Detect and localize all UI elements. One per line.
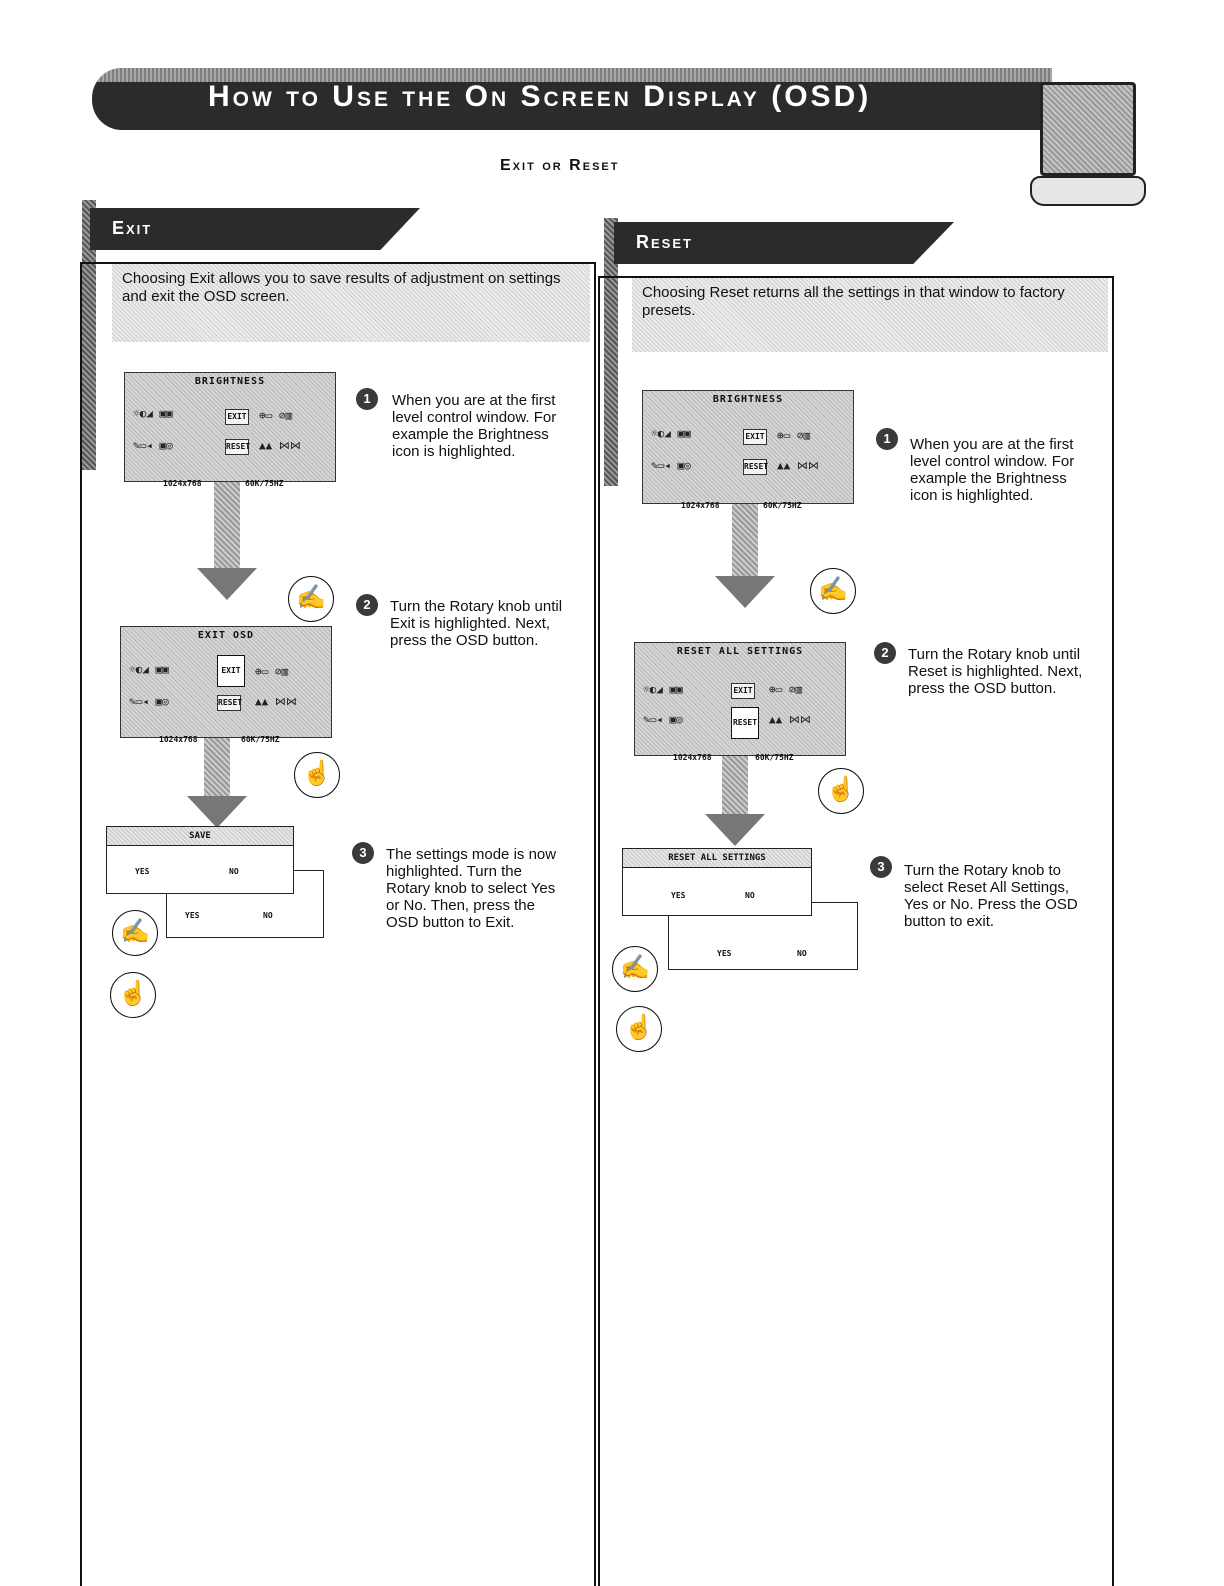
osd-resolution: 1024x768 [673, 753, 712, 762]
arrow-down-icon [197, 568, 257, 600]
osd-resolution: 1024x768 [163, 479, 202, 488]
monitor-icon [1040, 82, 1136, 176]
osd-icons-row1: ☼◐◢ ▣▣ [651, 427, 691, 440]
monitor-stand-icon [1030, 176, 1146, 206]
osd-exit-button: EXIT [731, 683, 755, 699]
osd-exit-button: EXIT [225, 409, 249, 425]
dialog-no-back: NO [263, 911, 273, 920]
arrow-down-icon [705, 814, 765, 846]
arrow-shaft [204, 738, 230, 796]
osd-reset-button-highlighted: RESET [731, 707, 759, 739]
exit-intro: Choosing Exit allows you to save results… [112, 262, 590, 342]
osd-icons-row2: ✎▭◂ ▣◎ [133, 439, 173, 452]
dialog-title: RESET ALL SETTINGS [623, 849, 811, 868]
exit-step-2: Turn the Rotary knob until Exit is highl… [390, 598, 563, 649]
dialog-title: SAVE [107, 827, 293, 846]
dialog-yes-back: YES [717, 949, 732, 958]
reset-step-1: When you are at the first level control … [910, 436, 1075, 504]
osd-icons-row2b: ▲▲ ⋈⋈ [769, 713, 811, 726]
osd-icons-row2b: ▲▲ ⋈⋈ [777, 459, 819, 472]
osd-reset-button: RESET [217, 695, 242, 711]
reset-tab: Reset [614, 222, 954, 264]
step-badge: 3 [870, 856, 892, 878]
osd-reset-button: RESET [225, 439, 250, 455]
osd-resolution: 1024x768 [681, 501, 720, 510]
hand-turn-icon: ✍ [810, 568, 856, 614]
exit-tab: Exit [90, 208, 420, 250]
osd-icons-row1b: ⊕▭ ⊘▥ [259, 409, 293, 422]
osd-icons-row2b: ▲▲ ⋈⋈ [255, 695, 297, 708]
osd-icons-row1: ☼◐◢ ▣▣ [133, 407, 173, 420]
dialog-yes: YES [135, 867, 150, 876]
arrow-down-icon [187, 796, 247, 828]
hand-turn-icon: ✍ [112, 910, 158, 956]
osd-reset-button: RESET [743, 459, 768, 475]
hand-press-icon: ☝ [110, 972, 156, 1018]
osd-brightness-screen: BRIGHTNESS ☼◐◢ ▣▣ ✎▭◂ ▣◎ EXIT RESET ⊕▭ ⊘… [642, 390, 854, 510]
arrow-shaft [732, 504, 758, 576]
arrow-shaft [214, 482, 240, 568]
step-badge: 2 [874, 642, 896, 664]
arrow-down-icon [715, 576, 775, 608]
dialog-no: NO [745, 891, 755, 900]
osd-title: RESET ALL SETTINGS [676, 646, 804, 657]
osd-frequency: 60K/75HZ [755, 753, 794, 762]
step-badge: 1 [876, 428, 898, 450]
osd-icons-row2: ✎▭◂ ▣◎ [651, 459, 691, 472]
panel-shadow [82, 200, 96, 470]
dialog-no: NO [229, 867, 239, 876]
osd-icons-row1b: ⊕▭ ⊘▥ [255, 665, 289, 678]
reset-step-2: Turn the Rotary knob until Reset is high… [908, 646, 1083, 697]
osd-icons-row2: ✎▭◂ ▣◎ [643, 713, 683, 726]
osd-frequency: 60K/75HZ [763, 501, 802, 510]
osd-title: BRIGHTNESS [712, 394, 784, 405]
reset-intro: Choosing Reset returns all the settings … [632, 276, 1108, 352]
osd-title: BRIGHTNESS [194, 376, 266, 387]
hand-press-icon: ☝ [616, 1006, 662, 1052]
exit-step-1: When you are at the first level control … [392, 392, 557, 460]
hand-press-icon: ☝ [294, 752, 340, 798]
arrow-shaft [722, 756, 748, 814]
hand-press-icon: ☝ [818, 768, 864, 814]
osd-exit-button: EXIT [743, 429, 767, 445]
osd-frequency: 60K/75HZ [245, 479, 284, 488]
dialog-yes: YES [671, 891, 686, 900]
save-dialog: SAVE YES NO [106, 826, 294, 894]
osd-icons-row1: ☼◐◢ ▣▣ [129, 663, 169, 676]
osd-icons-row1b: ⊕▭ ⊘▥ [777, 429, 811, 442]
reset-dialog: RESET ALL SETTINGS YES NO [622, 848, 812, 916]
osd-resolution: 1024x768 [159, 735, 198, 744]
page-title: How to Use the On Screen Display (OSD) [208, 80, 872, 113]
dialog-no-back: NO [797, 949, 807, 958]
hand-turn-icon: ✍ [288, 576, 334, 622]
step-badge: 2 [356, 594, 378, 616]
osd-brightness-screen: BRIGHTNESS ☼◐◢ ▣▣ ✎▭◂ ▣◎ EXIT RESET ⊕▭ ⊘… [124, 372, 336, 488]
panel-shadow [604, 218, 618, 486]
exit-step-3: The settings mode is now highlighted. Tu… [386, 846, 557, 931]
osd-title: EXIT OSD [197, 630, 255, 641]
osd-frequency: 60K/75HZ [241, 735, 280, 744]
osd-icons-row2b: ▲▲ ⋈⋈ [259, 439, 301, 452]
hand-turn-icon: ✍ [612, 946, 658, 992]
dialog-yes-back: YES [185, 911, 200, 920]
step-badge: 3 [352, 842, 374, 864]
osd-exit-screen: EXIT OSD ☼◐◢ ▣▣ ✎▭◂ ▣◎ EXIT RESET ⊕▭ ⊘▥ … [120, 626, 332, 744]
step-badge: 1 [356, 388, 378, 410]
reset-step-3: Turn the Rotary knob to select Reset All… [904, 862, 1078, 930]
page-subtitle: Exit or Reset [500, 157, 620, 174]
osd-icons-row1: ☼◐◢ ▣▣ [643, 683, 683, 696]
osd-icons-row1b: ⊕▭ ⊘▥ [769, 683, 803, 696]
osd-reset-screen: RESET ALL SETTINGS ☼◐◢ ▣▣ ✎▭◂ ▣◎ EXIT RE… [634, 642, 846, 762]
osd-icons-row2: ✎▭◂ ▣◎ [129, 695, 169, 708]
osd-exit-button-highlighted: EXIT [217, 655, 245, 687]
title-banner [92, 68, 1052, 130]
